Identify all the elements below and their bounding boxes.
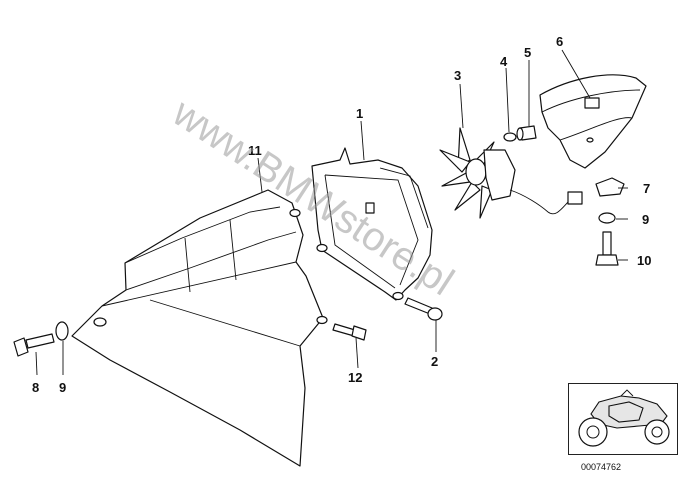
- motorcycle-thumbnail: [568, 383, 678, 455]
- part-8-bolt: [13, 333, 55, 357]
- drawing-number: 00074762: [581, 462, 622, 472]
- part-9-washer-right: [598, 212, 616, 224]
- part-1-fan-housing: [311, 147, 433, 301]
- part-3-fan-motor: [439, 127, 583, 219]
- callout-2: 2: [431, 354, 438, 369]
- part-12-bolt: [332, 323, 367, 341]
- part-2-bolt: [404, 297, 443, 321]
- callout-5: 5: [524, 45, 531, 60]
- callout-3: 3: [454, 68, 461, 83]
- callout-10: 10: [637, 253, 651, 268]
- part-11-air-deflector: [71, 189, 328, 467]
- callout-11: 11: [248, 143, 262, 158]
- callout-7: 7: [643, 181, 650, 196]
- part-4-washer: [503, 132, 517, 142]
- callout-8: 8: [32, 380, 39, 395]
- callout-labels: 1 3 4 5 6 7 9 10 11 8 9 12 2: [32, 34, 651, 395]
- part-6-fan-cover: [539, 74, 647, 169]
- callout-1: 1: [356, 106, 363, 121]
- part-9-washer-left: [55, 321, 69, 341]
- callout-9-right: 9: [642, 212, 649, 227]
- leader-lines: [35, 49, 628, 376]
- motorcycle-icon: [578, 389, 670, 447]
- part-7-clip: [595, 177, 625, 197]
- callout-9-left: 9: [59, 380, 66, 395]
- callout-4: 4: [500, 54, 508, 69]
- callout-6: 6: [556, 34, 563, 49]
- part-10-bolt: [595, 231, 619, 266]
- callout-12: 12: [348, 370, 362, 385]
- part-5-screw: [516, 125, 537, 141]
